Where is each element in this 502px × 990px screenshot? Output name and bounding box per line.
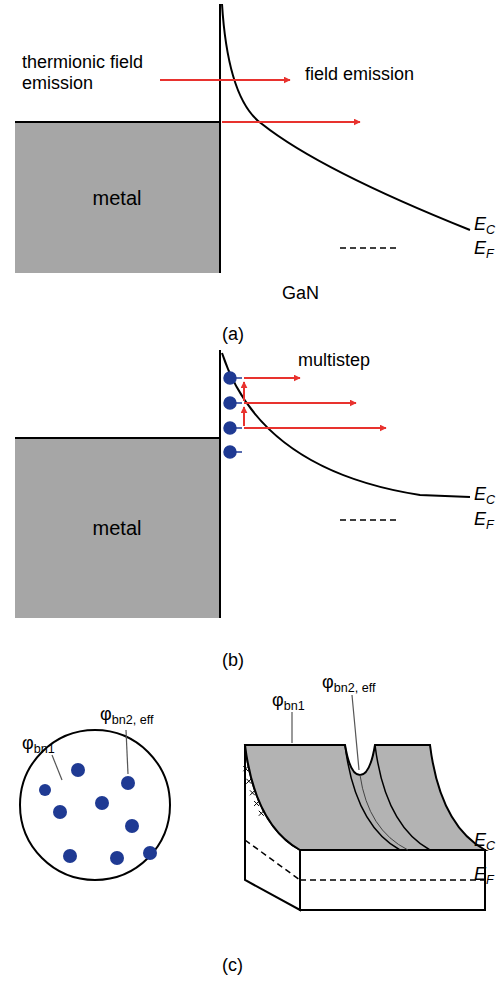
barrier-surface: [245, 745, 485, 850]
fermi-level: [340, 519, 400, 521]
panel-letter: (b): [222, 650, 244, 671]
fermi-level: [245, 840, 300, 880]
panel-letter: (c): [222, 955, 243, 976]
trap-marks: [243, 766, 264, 816]
panel-c: [20, 695, 485, 910]
panel-a: [15, 4, 470, 273]
tfe-arrow: [160, 79, 290, 81]
panel-b: [15, 350, 470, 618]
band-label: EF: [474, 509, 494, 532]
mechanism-label: thermionic field emission: [22, 52, 172, 93]
contact-area: [20, 730, 170, 880]
fermi-level: [340, 247, 400, 249]
band-label: EF: [474, 238, 494, 261]
metal-region: metal: [15, 439, 219, 618]
metal-region: metal: [15, 123, 219, 273]
band-label: EC: [474, 484, 495, 507]
leader-line: [291, 712, 292, 743]
trap-states: [224, 372, 242, 458]
patches: [39, 763, 157, 865]
leader-line: [52, 755, 62, 780]
barrier-label: φbn1: [272, 690, 305, 713]
band-label: EC: [474, 214, 495, 237]
front-face: [300, 850, 485, 910]
groove-edge: [375, 745, 430, 850]
mechanism-label: field emission: [305, 64, 414, 85]
leader-line: [126, 730, 128, 774]
interface-line: [219, 350, 221, 618]
region-label: metal: [93, 517, 142, 540]
interface-line: [219, 4, 221, 273]
fe-arrow: [222, 121, 360, 123]
barrier-label: φbn1: [22, 733, 55, 756]
barrier-label: φbn2, eff: [100, 704, 153, 727]
conduction-band: [222, 4, 470, 230]
material-label: GaN: [282, 283, 319, 304]
conduction-band: [222, 353, 470, 497]
band-label: EC: [474, 830, 495, 853]
mechanism-label: multistep: [298, 350, 370, 371]
barrier-label: φbn2, eff: [322, 672, 375, 695]
band-label: EF: [474, 864, 494, 887]
groove-edge: [345, 745, 400, 850]
multistep-arrows: [244, 378, 386, 428]
region-label: metal: [93, 187, 142, 210]
fermi-level: [300, 879, 485, 881]
leader-line: [352, 695, 359, 770]
panel-letter: (a): [222, 324, 244, 345]
